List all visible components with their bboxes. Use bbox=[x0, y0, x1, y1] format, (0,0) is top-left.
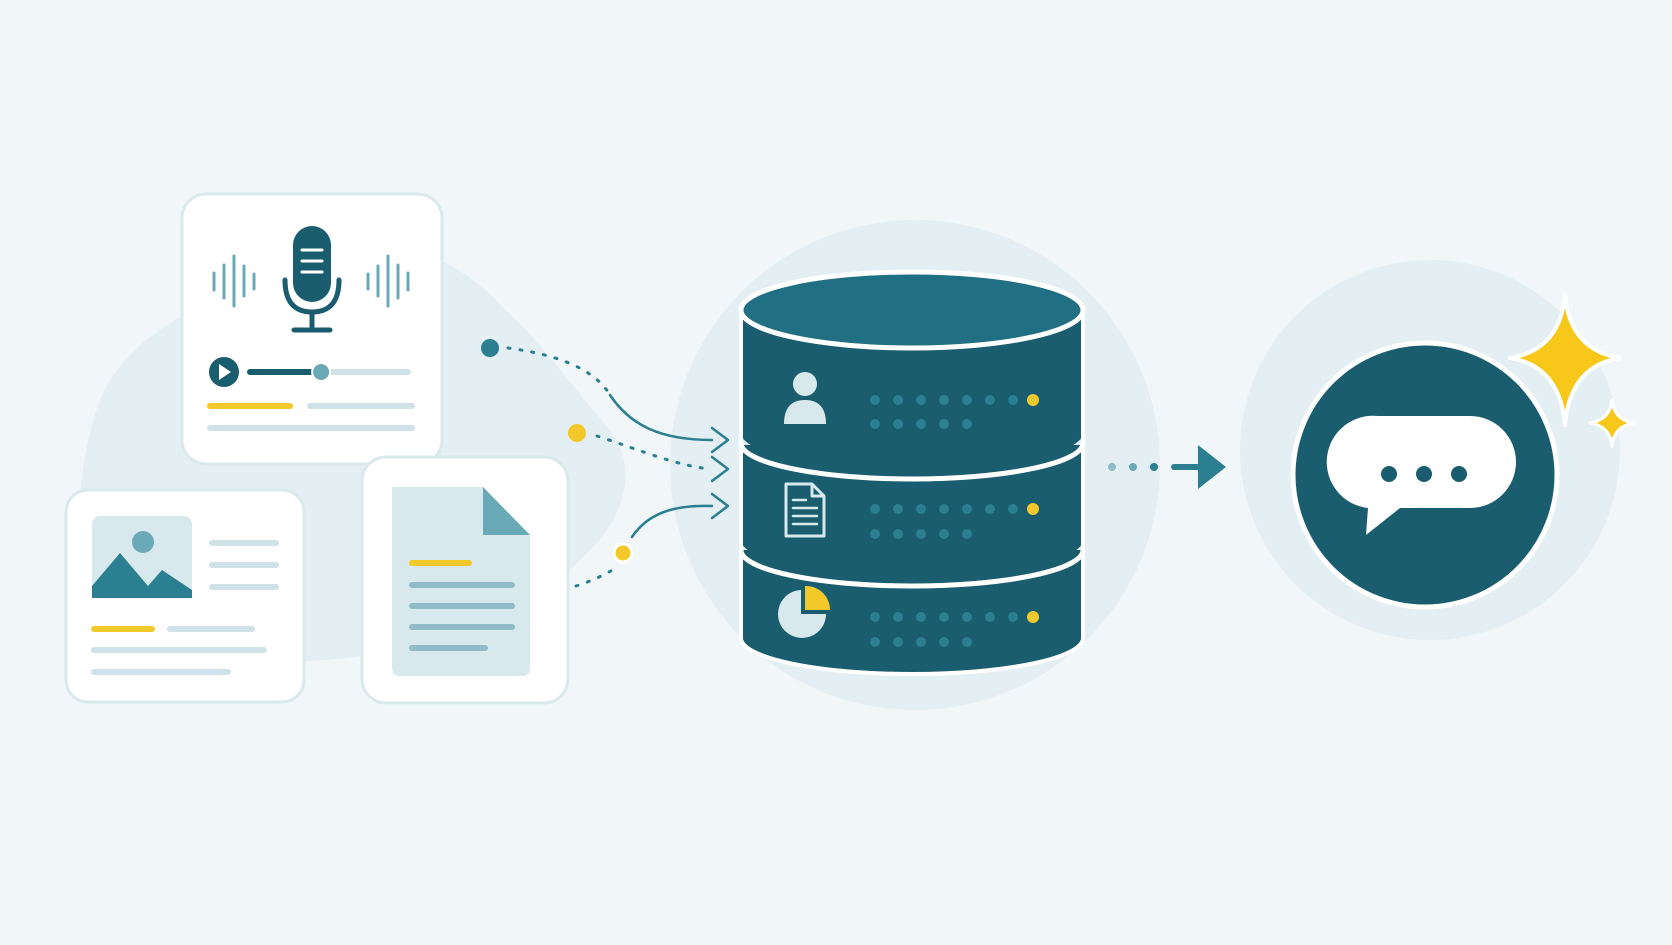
sound-wave-right-icon bbox=[366, 254, 410, 308]
sparkle-small-icon bbox=[1588, 398, 1636, 448]
sparkle-icon bbox=[1508, 293, 1622, 427]
status-led-layer-1 bbox=[1027, 394, 1039, 406]
user-icon bbox=[784, 372, 826, 424]
database-top bbox=[738, 269, 1086, 351]
play-button[interactable] bbox=[209, 357, 239, 387]
audio-progress-slider[interactable] bbox=[247, 362, 411, 382]
progress-knob[interactable] bbox=[311, 362, 332, 382]
image-text-lines bbox=[91, 540, 279, 675]
microphone-icon bbox=[282, 226, 342, 333]
pie-chart-icon bbox=[778, 585, 830, 638]
image-icon bbox=[92, 516, 192, 598]
chat-output bbox=[1290, 293, 1636, 610]
connector-node-2 bbox=[568, 424, 586, 442]
connector-node-3 bbox=[612, 542, 634, 564]
status-dots-layer-2 bbox=[870, 504, 1018, 539]
outgoing-arrow bbox=[1108, 445, 1226, 489]
database-layer-1 bbox=[741, 310, 1083, 469]
audio-source-card bbox=[180, 192, 444, 466]
database-layer-2 bbox=[741, 445, 1083, 576]
document-source-card bbox=[360, 455, 570, 705]
database-icon bbox=[738, 269, 1086, 676]
status-dots-layer-1 bbox=[870, 395, 1018, 429]
document-text-lines bbox=[409, 560, 515, 651]
document-icon bbox=[784, 482, 826, 538]
incoming-connectors bbox=[481, 339, 730, 588]
status-dots-layer-3 bbox=[870, 612, 1018, 647]
chat-bubble-icon bbox=[1326, 415, 1516, 535]
status-led-layer-2 bbox=[1027, 503, 1039, 515]
connector-node-1 bbox=[481, 339, 499, 357]
audio-text-lines bbox=[207, 403, 415, 431]
image-source-card bbox=[64, 488, 306, 704]
status-led-layer-3 bbox=[1027, 611, 1039, 623]
arrow-right-icon bbox=[1198, 445, 1226, 489]
sound-wave-left-icon bbox=[212, 254, 256, 308]
